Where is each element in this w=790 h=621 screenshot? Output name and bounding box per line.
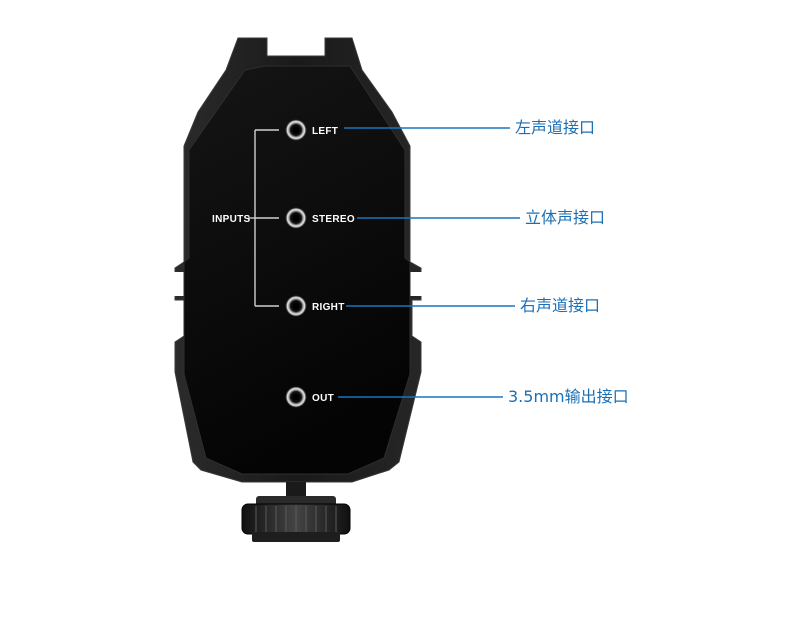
out-port-label: OUT xyxy=(312,393,334,404)
left-jack[interactable] xyxy=(285,119,307,141)
out-jack[interactable] xyxy=(285,386,307,408)
right-channel-callout: 右声道接口 xyxy=(520,296,601,315)
cold-shoe-mount xyxy=(241,482,351,542)
right-jack[interactable] xyxy=(285,295,307,317)
bracket-notch xyxy=(173,272,185,296)
left-channel-callout: 左声道接口 xyxy=(515,118,596,137)
output-callout: 3.5mm输出接口 xyxy=(508,387,629,406)
stereo-callout: 立体声接口 xyxy=(525,208,606,227)
stereo-jack[interactable] xyxy=(285,207,307,229)
inputs-bracket xyxy=(248,129,279,307)
left-port-label: LEFT xyxy=(312,126,338,137)
bracket-notch xyxy=(410,272,422,296)
front-panel xyxy=(183,65,411,475)
right-port-label: RIGHT xyxy=(312,302,345,313)
inputs-label: INPUTS xyxy=(212,214,250,225)
stereo-port-label: STEREO xyxy=(312,214,355,225)
